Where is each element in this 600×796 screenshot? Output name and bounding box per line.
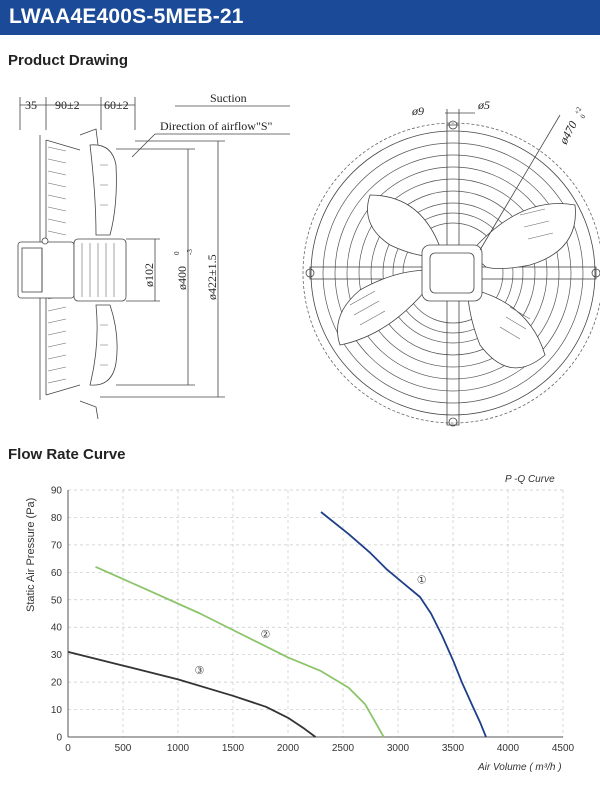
y-tick-label: 90 <box>51 486 63 497</box>
y-tick-label: 40 <box>51 623 63 634</box>
dim-dia-400-tol-bottom: -3 <box>186 249 194 255</box>
chart-title: P -Q Curve <box>505 474 555 485</box>
x-tick-label: 3500 <box>442 743 465 754</box>
airflow-label: Direction of airflow"S" <box>160 119 273 133</box>
guard-ring <box>322 142 584 404</box>
chart-series <box>67 511 487 738</box>
y-tick-label: 10 <box>51 705 63 716</box>
series-label: ② <box>261 629 271 641</box>
series-label: ③ <box>195 665 205 677</box>
dim-dia-470-tol-top: +2 <box>573 105 584 116</box>
guard-ring <box>346 166 560 380</box>
x-tick-label: 0 <box>65 743 71 754</box>
suction-label: Suction <box>210 91 247 105</box>
pq-chart: 0 500 1000 1500 2000 2500 3000 3500 4000 4500 0 10 2… <box>25 474 575 773</box>
model-title: LWAA4E400S-5MEB-21 <box>9 5 244 28</box>
front-view: ø9 ø5 ø470 +2 0 <box>302 98 600 427</box>
chart-grid <box>67 489 564 738</box>
x-axis-label: Air Volume ( m³/h ) <box>477 762 562 773</box>
chart-axes <box>67 490 563 738</box>
chart-labels: 0 500 1000 1500 2000 2500 3000 3500 4000 4500 0 10 2… <box>51 486 575 755</box>
guard-rings <box>322 142 584 404</box>
dim-dia-400-tol-top: 0 <box>173 251 181 255</box>
series-line <box>95 565 385 738</box>
guard-ring <box>382 202 524 344</box>
y-tick-label: 60 <box>51 568 63 579</box>
dim-dia-400: ø400 <box>175 266 189 290</box>
dim-dia-9: ø9 <box>411 104 424 118</box>
y-tick-label: 70 <box>51 540 63 551</box>
guard-ring <box>334 154 572 392</box>
header-bar: LWAA4E400S-5MEB-21 <box>0 0 600 35</box>
x-tick-label: 4500 <box>552 743 575 754</box>
guard-ring <box>370 190 536 356</box>
y-tick-label: 50 <box>51 595 63 606</box>
y-axis-label: Static Air Pressure (Pa) <box>25 498 37 612</box>
dim-90: 90±2 <box>55 98 80 112</box>
series-line <box>320 511 487 738</box>
y-tick-label: 20 <box>51 678 63 689</box>
product-drawing: 35 90±2 60±2 Suction Direction of airflo… <box>17 91 600 427</box>
side-view: 35 90±2 60±2 Suction Direction of airflo… <box>17 91 290 420</box>
dim-60: 60±2 <box>104 98 129 112</box>
y-tick-label: 0 <box>56 733 62 744</box>
y-tick-label: 80 <box>51 513 63 524</box>
dim-dia-5: ø5 <box>477 98 490 112</box>
x-tick-label: 1000 <box>167 743 190 754</box>
x-tick-label: 500 <box>115 743 132 754</box>
x-tick-label: 2500 <box>332 743 355 754</box>
series-label: ① <box>417 574 427 586</box>
product-drawing-heading: Product Drawing <box>8 52 129 69</box>
dim-35: 35 <box>25 98 37 112</box>
dim-dia-422: ø422±1.5 <box>205 254 219 300</box>
x-tick-label: 3000 <box>387 743 410 754</box>
guard-ring <box>358 178 548 368</box>
x-tick-label: 4000 <box>497 743 520 754</box>
flow-rate-curve-heading: Flow Rate Curve <box>8 446 126 463</box>
x-tick-label: 2000 <box>277 743 300 754</box>
dim-dia-470: ø470 <box>556 119 580 148</box>
x-tick-label: 1500 <box>222 743 245 754</box>
dim-dia-102: ø102 <box>142 263 156 287</box>
y-tick-label: 30 <box>51 650 63 661</box>
series-line <box>67 651 317 738</box>
dim-dia-470-tol-bottom: 0 <box>579 113 588 120</box>
guard-ring <box>392 212 514 334</box>
